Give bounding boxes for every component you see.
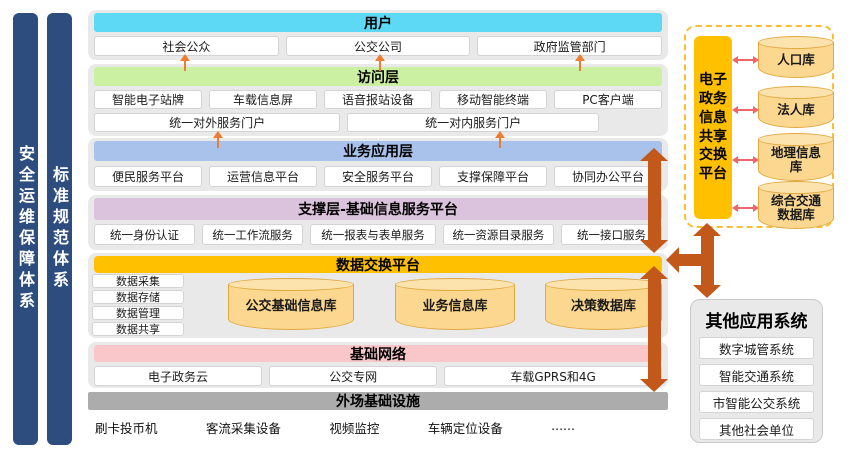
pillar-standards: 标准规范体系 (47, 13, 72, 445)
data-function-box: 数据管理 (92, 306, 184, 320)
access-channel-box: 车载信息屏 (209, 90, 317, 109)
business-platform-box: 安全服务平台 (324, 166, 432, 187)
layer-business-row: 便民服务平台 运营信息平台 安全服务平台 支撑保障平台 协同办公平台 (94, 166, 662, 187)
layer-field-title: 外场基础设施 (88, 392, 668, 410)
database-cylinder-geo-info: 地理信息库 (758, 133, 834, 181)
link-arrow-geo-info (732, 155, 759, 165)
data-function-box: 数据采集 (92, 274, 184, 288)
support-service-box: 统一接口服务 (560, 224, 662, 245)
data-flow-arrow-apps-exchange (640, 148, 668, 253)
business-platform-box: 便民服务平台 (94, 166, 202, 187)
database-cylinder-transport: 综合交通数据库 (758, 181, 834, 229)
database-label: 地理信息库 (770, 144, 821, 174)
database-label: 业务信息库 (422, 298, 488, 314)
user-group-box: 社会公众 (94, 36, 279, 56)
up-arrow-government (574, 54, 586, 71)
other-system-box: 市智能公交系统 (699, 391, 814, 413)
data-function-box: 数据存储 (92, 290, 184, 304)
access-channel-box: PC客户端 (554, 90, 662, 109)
database-label: 综合交通数据库 (770, 192, 821, 222)
layer-users: 用户 社会公众 公交公司 政府监管部门 (88, 10, 668, 60)
other-system-box: 智能交通系统 (699, 364, 814, 386)
database-cylinder-decision: 决策数据库 (545, 278, 662, 330)
pillar-security-operations: 安全运维保障体系 (13, 13, 38, 445)
business-platform-box: 运营信息平台 (209, 166, 317, 187)
user-group-box: 公交公司 (285, 36, 471, 56)
field-device-label: 刷卡投币机 (95, 421, 158, 436)
pillar-security-operations-label: 安全运维保障体系 (16, 145, 35, 313)
layer-users-title: 用户 (94, 13, 662, 32)
support-service-box: 统一报表与表单服务 (310, 224, 436, 245)
database-cylinder-legal-person: 法人库 (758, 86, 834, 128)
access-channel-box: 语音报站设备 (324, 90, 432, 109)
pillar-standards-label: 标准规范体系 (50, 166, 69, 292)
business-platform-box: 协同办公平台 (554, 166, 662, 187)
data-flow-arrow-exchange-field (640, 266, 668, 392)
network-box: 公交专网 (269, 366, 438, 386)
layer-support-title: 支撑层-基础信息服务平台 (94, 198, 662, 220)
access-channel-box: 移动智能终端 (439, 90, 547, 109)
link-arrow-transport (732, 203, 759, 213)
up-arrow-external-portal (212, 131, 224, 148)
database-cylinder-business: 业务信息库 (395, 278, 515, 330)
data-flow-arrow-exchange-right (666, 247, 714, 273)
layer-network-row: 电子政务云 公交专网 车载GPRS和4G (94, 366, 662, 386)
database-label: 公交基础信息库 (245, 298, 337, 314)
layer-access-row2: 统一对外服务门户 统一对内服务门户 (94, 113, 662, 132)
layer-support-row: 统一身份认证 统一工作流服务 统一报表与表单服务 统一资源目录服务 统一接口服务 (94, 224, 662, 245)
support-service-box: 统一工作流服务 (202, 224, 304, 245)
egov-platform-label: 电子政务信息共享交换平台 (699, 71, 727, 183)
access-channel-box: 智能电子站牌 (94, 90, 202, 109)
up-arrow-bus-company (374, 54, 386, 71)
egov-exchange-area: 电子政务信息共享交换平台 人口库 法人库 地理信息库 综合交通数据库 (684, 25, 834, 229)
layer-data-exchange: 数据交换平台 数据采集 数据存储 数据管理 数据共享 公交基础信息库 业务信息库… (88, 253, 668, 338)
layer-network: 基础网络 电子政务云 公交专网 车载GPRS和4G (88, 342, 668, 388)
database-label: 法人库 (777, 101, 815, 117)
network-box: 车载GPRS和4G (444, 366, 662, 386)
database-cylinder-population: 人口库 (758, 36, 834, 78)
field-device-label: 客流采集设备 (205, 421, 281, 436)
field-device-label: 视频监控 (329, 421, 380, 436)
business-platform-box: 支撑保障平台 (439, 166, 547, 187)
database-cylinder-bus-base: 公交基础信息库 (228, 278, 354, 330)
portal-box-external: 统一对外服务门户 (94, 113, 341, 132)
layer-access-row1: 智能电子站牌 车载信息屏 语音报站设备 移动智能终端 PC客户端 (94, 90, 662, 109)
up-arrow-internal-portal (494, 131, 506, 148)
other-systems-box: 其他应用系统 数字城管系统 智能交通系统 市智能公交系统 其他社会单位 (690, 299, 823, 443)
database-label: 人口库 (777, 51, 815, 67)
other-systems-title: 其他应用系统 (705, 312, 808, 332)
layer-support: 支撑层-基础信息服务平台 统一身份认证 统一工作流服务 统一报表与表单服务 统一… (88, 195, 668, 250)
layer-network-title: 基础网络 (94, 345, 662, 363)
data-function-box: 数据共享 (92, 322, 184, 336)
layer-data-exchange-title: 数据交换平台 (94, 256, 662, 274)
user-group-box: 政府监管部门 (477, 36, 663, 56)
link-arrow-legal-person (732, 105, 759, 115)
network-box: 电子政务云 (94, 366, 263, 386)
egov-platform-box: 电子政务信息共享交换平台 (694, 36, 732, 219)
database-label: 决策数据库 (570, 298, 636, 314)
link-arrow-population (732, 55, 759, 65)
layer-business-title: 业务应用层 (94, 141, 662, 161)
support-service-box: 统一资源目录服务 (442, 224, 554, 245)
other-system-box: 数字城管系统 (699, 337, 814, 359)
layer-access-title: 访问层 (94, 67, 662, 86)
portal-box-internal: 统一对内服务门户 (347, 113, 600, 132)
up-arrow-public (179, 54, 191, 71)
data-functions-column: 数据采集 数据存储 数据管理 数据共享 (92, 274, 184, 336)
support-service-box: 统一身份认证 (94, 224, 196, 245)
layer-access: 访问层 智能电子站牌 车载信息屏 语音报站设备 移动智能终端 PC客户端 统一对… (88, 64, 668, 136)
layer-business: 业务应用层 便民服务平台 运营信息平台 安全服务平台 支撑保障平台 协同办公平台 (88, 138, 668, 191)
field-device-label: ...... (551, 418, 575, 433)
field-devices-row: 刷卡投币机 客流采集设备 视频监控 车辆定位设备 ...... (95, 418, 575, 437)
field-device-label: 车辆定位设备 (427, 421, 503, 436)
layer-users-row: 社会公众 公交公司 政府监管部门 (94, 36, 663, 56)
other-system-box: 其他社会单位 (699, 418, 814, 440)
